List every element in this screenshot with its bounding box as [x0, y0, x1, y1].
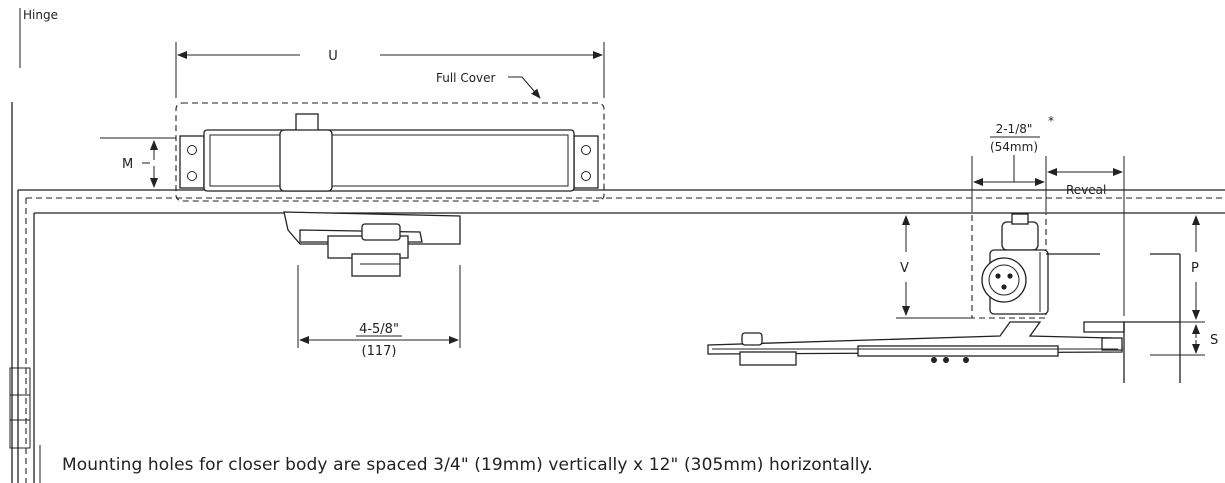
- closer-body: [179, 113, 599, 192]
- dim-54mm-label: (54mm): [990, 140, 1038, 154]
- dim-2-1-8-label: 2-1/8": [996, 122, 1033, 136]
- v-label: V: [900, 261, 909, 276]
- hinge-label: Hinge: [23, 8, 58, 22]
- m-label: M: [122, 157, 133, 172]
- frame-section: [1046, 253, 1181, 383]
- right-arm-track: [707, 321, 1123, 366]
- dim-4-5-8-label: 4-5/8": [359, 322, 399, 337]
- arm-assembly: [283, 211, 461, 277]
- dim-117-label: (117): [362, 344, 397, 359]
- width-dimension: [971, 156, 1047, 212]
- four-five-eighths-dimension: [297, 265, 461, 348]
- p-label: P: [1191, 261, 1199, 276]
- u-dimension: [175, 42, 605, 98]
- asterisk-label: *: [1048, 114, 1054, 128]
- reveal-label: Reveal: [1066, 183, 1106, 197]
- m-dimension: [100, 137, 176, 188]
- reveal-dimension: [1047, 156, 1125, 316]
- closer-end-outline: [971, 212, 1047, 319]
- full-cover-leader: [508, 76, 541, 99]
- mounting-holes-note: Mounting holes for closer body are space…: [62, 455, 873, 475]
- s-label: S: [1210, 333, 1218, 348]
- v-dimension: [896, 212, 972, 319]
- s-dimension: [1150, 324, 1205, 356]
- full-cover-label: Full Cover: [436, 71, 496, 85]
- u-label: U: [328, 49, 338, 64]
- closer-end-view: [981, 213, 1049, 315]
